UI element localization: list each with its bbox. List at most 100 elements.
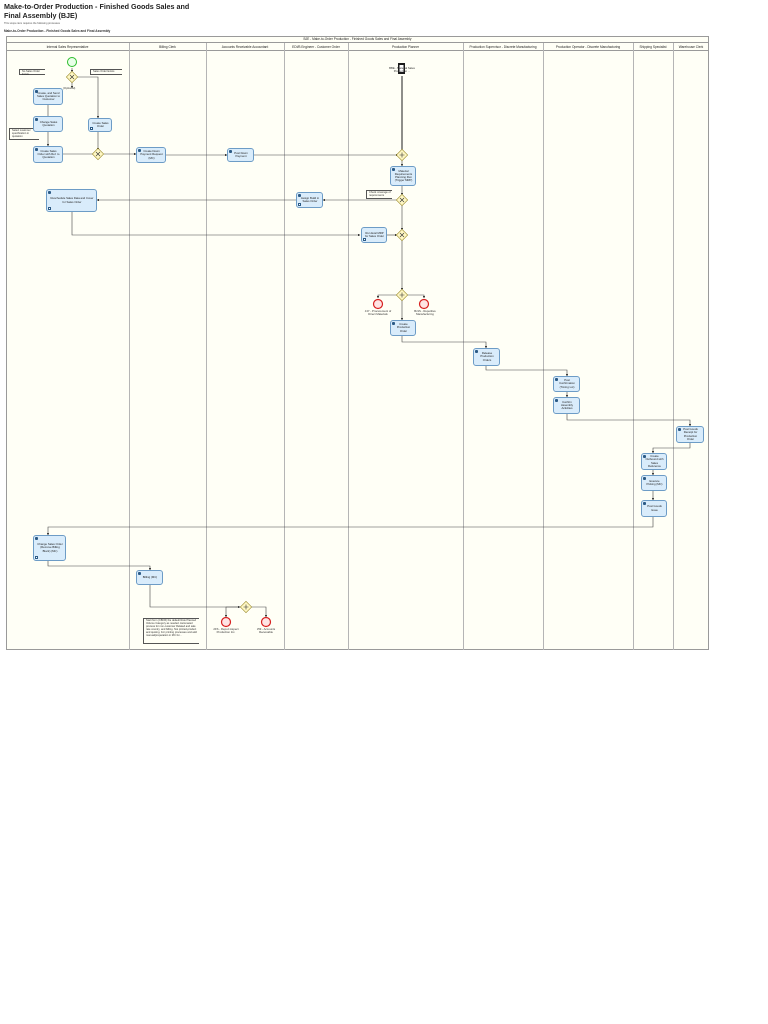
task-post-down-payment[interactable]: Post Down Payment — [227, 148, 254, 162]
gateway-plus-marker — [399, 292, 405, 298]
task-create-production-order[interactable]: Create Production Order — [390, 320, 416, 336]
gateway-x-marker — [399, 197, 405, 203]
subprocess-icon — [363, 238, 366, 241]
task-create-so-from-quote[interactable]: Create Sales Order with Ref. to Quotatio… — [33, 146, 63, 163]
user-task-icon — [48, 191, 51, 194]
start-production-label: BBE - Material Sales Production ... — [389, 66, 415, 74]
lane-divider — [543, 43, 544, 650]
user-task-icon — [298, 194, 301, 197]
flow-line — [651, 443, 691, 454]
task-confirm-assembly[interactable]: Confirm Assembly Activities — [553, 397, 580, 414]
annotation-variant-config: Select customer specification in quotati… — [9, 128, 39, 140]
process-name: Make-to-Order Production - Finished Good… — [4, 29, 111, 33]
subprocess-icon — [35, 556, 38, 559]
subprocess-icon — [298, 203, 301, 206]
task-post-confirmation[interactable]: Post Confirmation (Timing Lot) — [553, 376, 580, 392]
task-label: Assign Build in Sales Order — [300, 195, 320, 203]
lane-production-planner: Production Planner — [348, 43, 463, 51]
condition-no-sales-order: No Sales Order Exists — [19, 69, 45, 76]
task-assign-bom[interactable]: Assign Build in Sales Order — [296, 192, 323, 208]
task-label: Create, and Send Sales Quotation to Cust… — [37, 90, 61, 102]
gateway-x-marker — [399, 232, 405, 238]
user-task-icon — [35, 118, 38, 121]
task-label: Run Eval MRP for Sales Order — [365, 230, 384, 238]
task-billing[interactable]: Billing (MC) — [136, 570, 163, 585]
task-create-sales-order[interactable]: Create Sales Order — [88, 118, 112, 132]
task-label: Billing (MC) — [142, 574, 158, 579]
flow-line — [71, 212, 361, 237]
user-task-icon — [392, 168, 395, 171]
user-task-icon — [643, 477, 646, 480]
task-label: Create Down Payment Request (MC) — [140, 149, 163, 160]
task-label: Post Confirmation (Timing Lot) — [559, 378, 575, 389]
annotation-check-coverage: Check coverage of requirements — [366, 190, 392, 199]
task-reschedule-sales-order[interactable]: Reschedule Sales Data and Cover for Sale… — [46, 189, 97, 212]
flow-line — [149, 585, 241, 609]
user-task-icon — [555, 378, 558, 381]
flow-line — [401, 336, 488, 349]
user-task-icon — [35, 537, 38, 540]
task-change-quotation[interactable]: Change Sales Quotation — [33, 116, 63, 132]
gateway-markers — [69, 74, 405, 610]
lane-divider — [673, 43, 674, 650]
task-post-goods-issue[interactable]: Post Goods Issue — [641, 500, 667, 517]
task-label: Create Sales Order with Ref. to Quotatio… — [37, 148, 60, 160]
task-label: Post Goods Receipt for Production Order — [683, 427, 698, 441]
user-task-icon — [35, 90, 38, 93]
user-task-icon — [643, 502, 646, 505]
task-create-quotation[interactable]: Create, and Send Sales Quotation to Cust… — [33, 88, 63, 105]
task-release-production-orders[interactable]: Release Production Orders — [473, 348, 500, 366]
task-label: Reschedule Sales Data and Cover for Sale… — [50, 196, 94, 204]
pool-title: BJE - Make-to-Order Production - Finishe… — [6, 36, 709, 43]
flow-line — [566, 414, 692, 427]
flow-line — [224, 606, 242, 618]
task-mrp-run[interactable]: Material Requirements Planning Run (Trig… — [390, 166, 416, 186]
user-task-icon — [643, 455, 646, 458]
gateway-plus-marker — [243, 604, 249, 610]
lane-divider — [129, 43, 130, 650]
lane-divider — [284, 43, 285, 650]
gateway-x-marker — [69, 74, 75, 80]
annotation-billing-note: Start form (CBO6) the default Rule Plann… — [143, 618, 199, 644]
user-task-icon — [35, 148, 38, 151]
lane-production-operator: Production Operator - Discrete Manufactu… — [543, 43, 633, 51]
task-run-mrp-so[interactable]: Run Eval MRP for Sales Order — [361, 227, 387, 243]
end-event-icon — [372, 298, 384, 310]
flow-line — [376, 294, 397, 299]
flow-line — [77, 76, 100, 119]
task-change-so-billing-block[interactable]: Change Sales Order (Remove Billing Block… — [33, 535, 66, 561]
task-create-outbound[interactable]: Create Outbound with Sales Reference — [641, 453, 667, 470]
start-event-icon — [67, 57, 77, 67]
end-event-label: BJ1S - Repetitive Manufacturing — [414, 309, 436, 317]
lane-warehouse-clerk: Warehouse Clerk — [673, 43, 709, 51]
flow-line — [485, 366, 569, 377]
lane-divider — [206, 43, 207, 650]
flow-line — [46, 517, 654, 536]
task-label: Post Down Payment — [234, 150, 248, 158]
flow-line — [47, 561, 152, 571]
subprocess-icon — [90, 127, 93, 130]
gateway-x-marker — [95, 151, 101, 157]
task-label: Create Sales Order — [92, 120, 109, 128]
task-down-payment-request[interactable]: Create Down Payment Request (MC) — [136, 147, 166, 163]
end-event-icon — [260, 616, 272, 628]
task-execute-picking[interactable]: Execute Picking (MC) — [641, 475, 667, 491]
lane-divider — [463, 43, 464, 650]
task-label: Create Production Order — [396, 322, 411, 333]
start-production-icon-inner — [399, 65, 404, 72]
diagram-subtitle: This scope item requires the following p… — [4, 22, 60, 25]
task-label: Execute Picking (MC) — [646, 478, 663, 486]
end-event-icon — [220, 616, 232, 628]
process-pool — [6, 36, 709, 650]
user-task-icon — [392, 322, 395, 325]
task-label: Change Sales Quotation — [39, 119, 58, 127]
task-label: Material Requirements Planning Run (Trig… — [394, 168, 413, 183]
end-events — [220, 298, 430, 628]
label-optional: (Optional) — [63, 86, 76, 90]
gateway-plus-marker — [399, 152, 405, 158]
user-task-icon — [475, 350, 478, 353]
lane-internal-sales: Internal Sales Representative — [6, 43, 129, 51]
condition-sales-order-exists: Sales Order Exists — [90, 69, 122, 75]
task-post-goods-receipt[interactable]: Post Goods Receipt for Production Order — [676, 426, 704, 443]
